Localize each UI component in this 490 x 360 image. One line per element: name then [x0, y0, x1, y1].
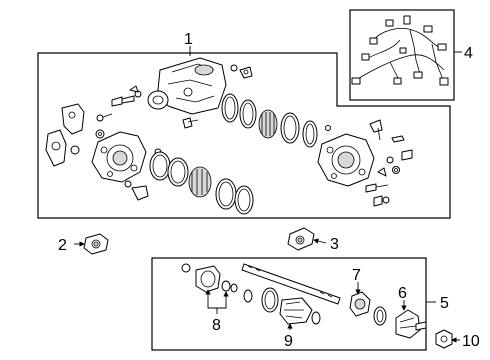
seal-rings-upper — [221, 93, 331, 148]
callout-10: 10 — [462, 333, 480, 350]
callout-6: 6 — [398, 285, 407, 302]
right-case-part — [317, 133, 375, 187]
drive-shaft-part — [241, 263, 341, 305]
upper-housing-part — [147, 57, 227, 115]
callout-9: 9 — [284, 333, 293, 350]
callout-7: 7 — [352, 267, 361, 284]
half-shaft-group — [151, 257, 427, 351]
bolt-cluster-top — [111, 64, 253, 129]
callout-3: 3 — [330, 236, 339, 253]
boot-clamps-part — [243, 287, 321, 325]
wiring-harness-group — [349, 9, 455, 101]
wiring-harness-box — [349, 9, 455, 101]
differential-assembly-box — [37, 52, 451, 219]
mount-bracket-left-part — [83, 233, 109, 255]
callout-2: 2 — [58, 237, 67, 254]
axle-nut-part — [435, 329, 453, 349]
callout-8: 8 — [212, 317, 221, 334]
seal-rings-lower — [149, 151, 254, 215]
mount-bracket-right-part — [287, 227, 315, 251]
leader-lines — [74, 46, 462, 343]
bolt-cluster-right — [365, 119, 413, 207]
wiring-harness-part — [351, 15, 449, 86]
outer-joint-part — [349, 291, 427, 339]
left-bracket-part — [45, 103, 113, 167]
callout-5: 5 — [440, 295, 449, 312]
callout-1: 1 — [184, 31, 193, 48]
differential-assembly-group — [37, 52, 451, 219]
inner-joint-part — [181, 263, 238, 293]
left-case-part — [91, 131, 162, 201]
callout-4: 4 — [464, 45, 473, 62]
callout-labels: 1 2 3 4 5 6 7 8 9 10 — [58, 31, 480, 350]
half-shaft-box — [151, 257, 427, 351]
